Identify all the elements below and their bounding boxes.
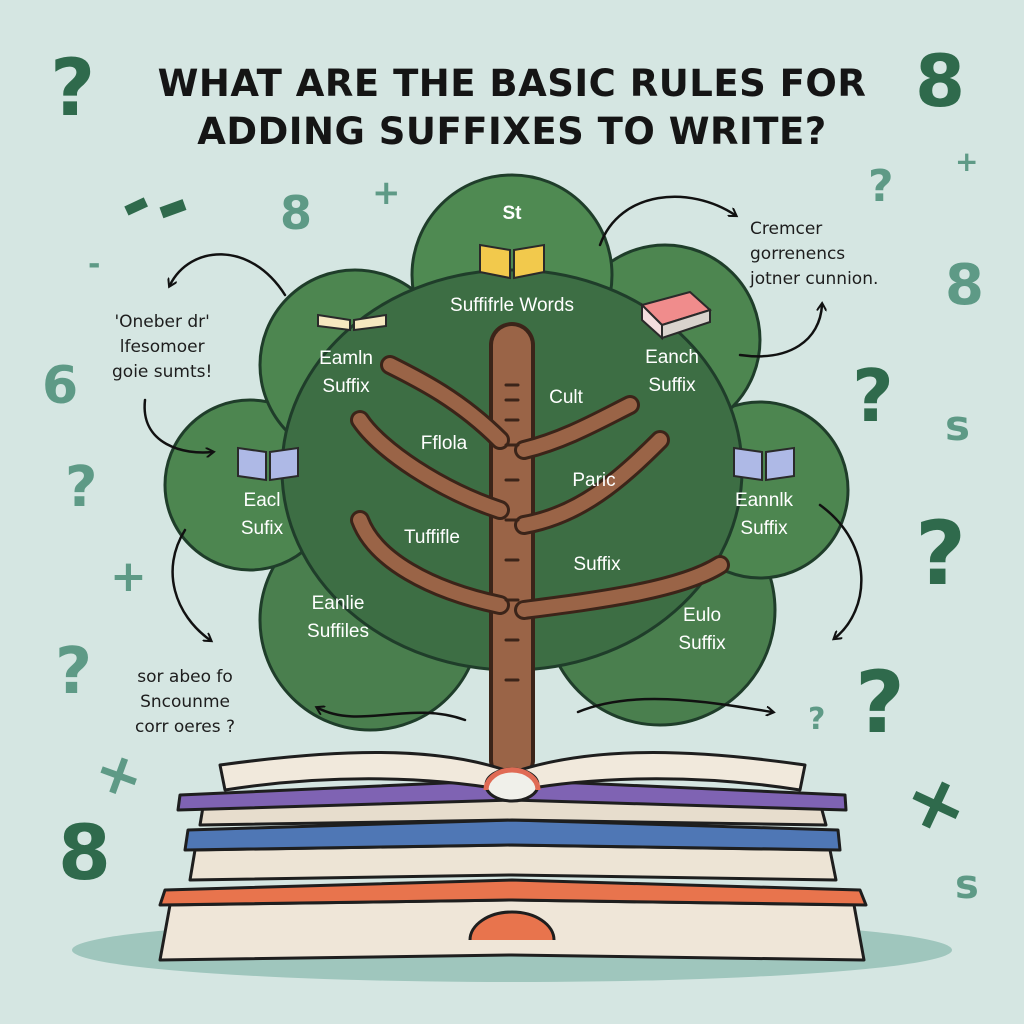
note-left-top: 'Oneber dr' lfesomoer goie sumts! xyxy=(112,310,212,385)
branch-label: Tuffifle xyxy=(404,527,460,548)
eight-icon: 8 xyxy=(915,39,966,123)
question-mark-icon: ? xyxy=(868,161,894,212)
arrow-top-right xyxy=(598,195,735,247)
page-title: WHAT ARE THE BASIC RULES FOR xyxy=(157,62,867,105)
upper-left-line-1: Eamln xyxy=(319,348,373,369)
dash-icon: - xyxy=(88,247,101,282)
top-heading: St xyxy=(502,203,522,224)
mid-left-node: Eacl Sufix xyxy=(241,487,283,543)
lower-left-line-2: Suffiles xyxy=(307,621,369,642)
question-mark-icon: ? xyxy=(55,635,93,709)
mid-left-line-1: Eacl xyxy=(243,490,281,511)
open-book-left-icon xyxy=(237,446,299,482)
arrow-right-note xyxy=(738,305,822,358)
tree-trunk xyxy=(350,322,730,783)
upper-left-node: Eamln Suffix xyxy=(319,345,373,401)
note-right-top-line-1: Cremcer xyxy=(750,219,823,239)
closed-book-icon xyxy=(640,290,712,341)
branch-label: Fflola xyxy=(420,433,468,454)
arrow-left-down xyxy=(171,528,210,640)
note-bottom-left-line-1: sor abeo fo xyxy=(137,667,233,687)
squiggle-icon: s xyxy=(955,862,979,908)
arrow-bottom-right xyxy=(576,697,772,712)
question-mark-icon: ? xyxy=(915,502,967,605)
lower-left-node: Eanlie Suffiles xyxy=(307,590,369,646)
branch-label: Suffix xyxy=(573,554,621,575)
lower-right-line-1: Eulo xyxy=(682,605,722,626)
eight-icon: 8 xyxy=(58,808,111,897)
question-mark-icon: ? xyxy=(852,354,894,438)
mid-right-line-1: Eannlk xyxy=(734,490,794,511)
branch-label: Cult xyxy=(549,387,583,408)
note-left-top-line-3: goie sumts! xyxy=(112,362,213,382)
lower-left-line-1: Eanlie xyxy=(311,593,365,614)
arrow-bottom-left xyxy=(318,708,467,722)
open-book-icon xyxy=(479,243,545,280)
arrow-right-down xyxy=(818,503,863,638)
note-left-top-line-1: 'Oneber dr' xyxy=(114,312,210,332)
eight-icon: 8 xyxy=(945,253,984,318)
squiggle-icon: s xyxy=(945,401,970,450)
note-bottom-left: sor abeo fo Sncounme corr oeres ? xyxy=(135,665,235,740)
question-mark-icon: ? xyxy=(65,455,98,520)
plus-icon: + xyxy=(955,145,979,178)
six-icon: 6 xyxy=(42,356,79,416)
book-stack-icon xyxy=(158,751,868,962)
mid-right-line-2: Suffix xyxy=(740,518,788,539)
top-node-label: Suffifrle Words xyxy=(450,295,574,316)
question-mark-icon: ? xyxy=(808,702,826,737)
question-mark-icon: ? xyxy=(50,44,96,134)
arrow-left-note xyxy=(143,398,212,452)
mid-right-node: Eannlk Suffix xyxy=(735,487,793,543)
note-right-top-line-2: gorrenencs xyxy=(750,244,846,264)
note-right-top: Cremcer gorrenencs jotner cunnion. xyxy=(750,217,878,292)
upper-right-line-1: Eanch xyxy=(645,347,699,368)
question-mark-icon: ? xyxy=(855,653,905,753)
note-right-top-line-3: jotner cunnion. xyxy=(750,269,879,289)
note-bottom-left-line-3: corr oeres ? xyxy=(135,717,236,737)
upper-right-line-2: Suffix xyxy=(648,375,696,396)
upper-left-line-2: Suffix xyxy=(322,376,370,397)
note-left-top-line-2: lfesomoer xyxy=(119,337,205,357)
note-bottom-left-line-2: Sncounme xyxy=(140,692,230,712)
open-book-right-icon xyxy=(733,446,795,482)
arrow-top-left xyxy=(170,253,287,297)
branch-label: Paric xyxy=(572,470,616,491)
mid-left-line-2: Sufix xyxy=(240,518,284,539)
upper-right-node: Eanch Suffix xyxy=(645,344,699,400)
plus-icon: + xyxy=(372,173,401,213)
flow-arrows xyxy=(143,195,863,722)
page-title-line-2: ADDING SUFFIXES TO WRITE? xyxy=(197,110,827,153)
plus-icon: + xyxy=(110,551,147,602)
eight-icon: 8 xyxy=(280,186,313,240)
lower-right-line-2: Suffix xyxy=(678,633,726,654)
open-book-small-icon xyxy=(317,313,387,332)
lower-right-node: Eulo Suffix xyxy=(678,602,725,658)
